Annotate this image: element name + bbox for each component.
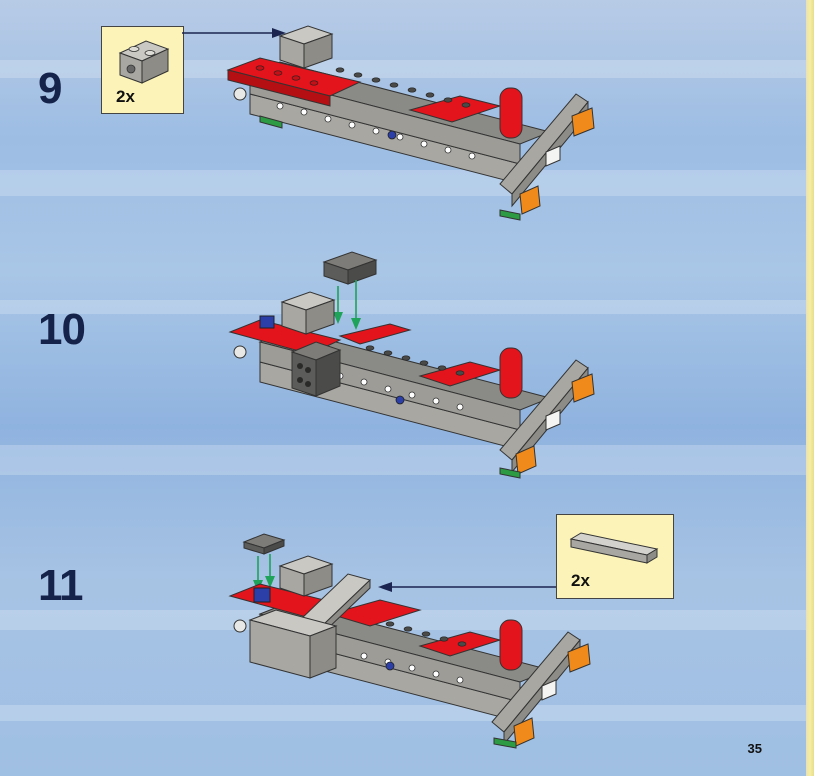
step-11-model-illustration [220, 516, 600, 756]
page-number: 35 [748, 741, 762, 756]
page-binding-edge [806, 0, 814, 776]
